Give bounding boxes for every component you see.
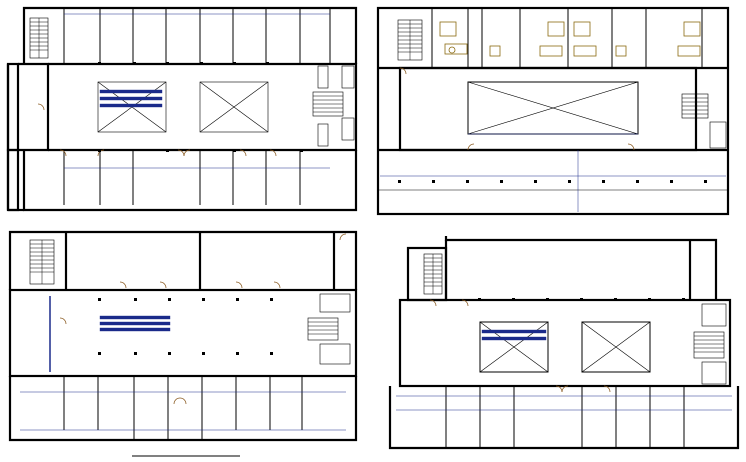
floor-plan-3: [8, 230, 358, 457]
floor-plan-4: [388, 236, 740, 450]
floor-plan-2: [376, 6, 730, 216]
floor-plan-1: [6, 6, 358, 212]
